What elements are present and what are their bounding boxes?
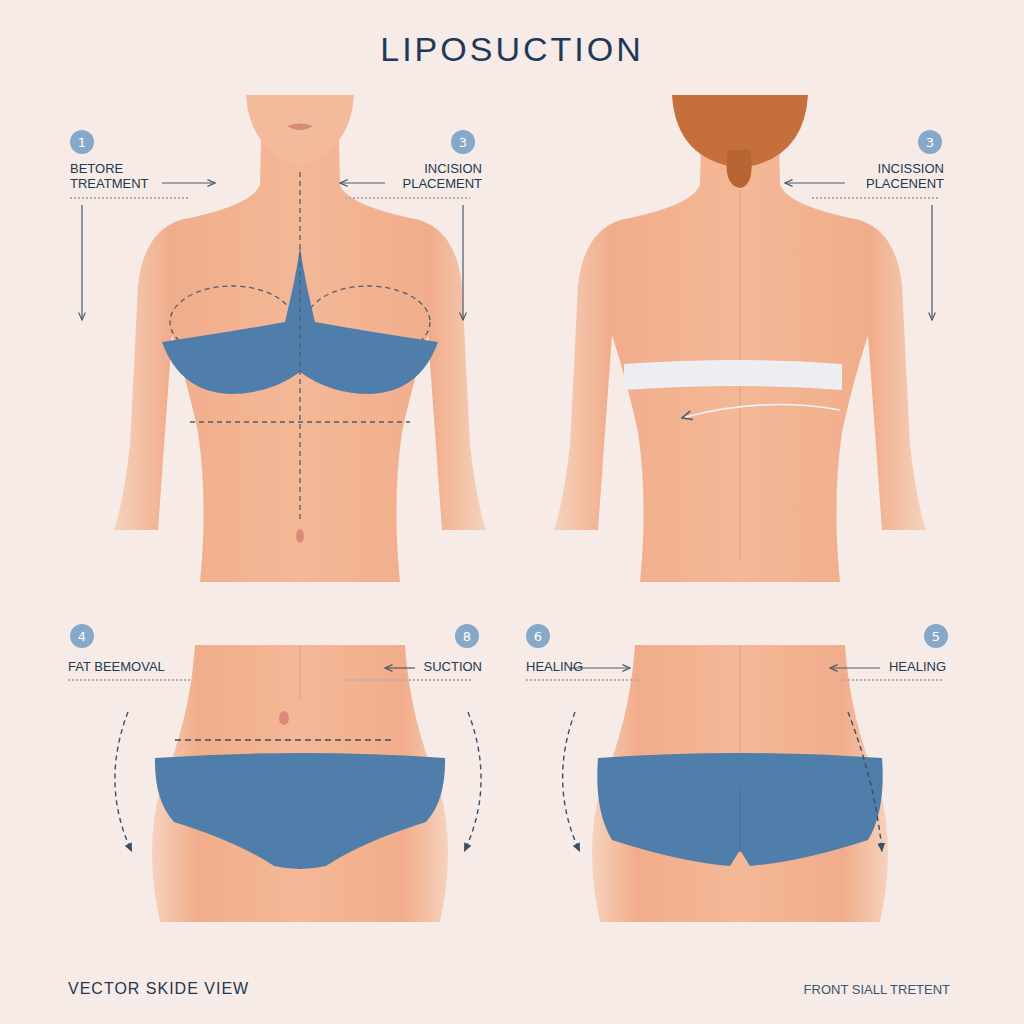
callout-number: 3 <box>459 136 467 149</box>
leader-arrows <box>82 183 932 668</box>
callout-number: 4 <box>78 630 86 643</box>
callout-circle: 1 <box>70 130 94 154</box>
step-label: FAT BEEMOVAL <box>68 660 228 675</box>
callout-number: 6 <box>534 630 542 643</box>
step-label: BETORE TREATMENT <box>70 162 166 192</box>
callout-circle: 3 <box>451 130 475 154</box>
step-label: INCISSION PLACENENT <box>824 162 944 192</box>
step-label: HEALING <box>824 660 946 675</box>
callout-number: 5 <box>932 630 940 643</box>
step-label: SUCTION <box>342 660 482 675</box>
callout-circle: 6 <box>526 624 550 648</box>
front-torso <box>114 95 486 582</box>
callout-number: 8 <box>463 630 471 643</box>
title: LIPOSUCTION <box>0 30 1024 69</box>
front-hips <box>115 645 481 922</box>
callout-number: 1 <box>78 136 86 149</box>
fine-print <box>68 198 944 680</box>
callout-number: 3 <box>926 136 934 149</box>
callout-circle: 4 <box>70 624 94 648</box>
step-label: INCISION PLACEMENT <box>362 162 482 192</box>
step-label: HEALING <box>526 660 626 675</box>
footer-text: VECTOR SKIDE VIEW <box>68 980 368 998</box>
back-torso <box>554 95 926 582</box>
footer-text: FRONT SIALL TRETENT <box>650 983 950 998</box>
callout-circle: 8 <box>455 624 479 648</box>
callout-circle: 5 <box>924 624 948 648</box>
back-hips <box>563 645 888 922</box>
callout-circle: 3 <box>918 130 942 154</box>
